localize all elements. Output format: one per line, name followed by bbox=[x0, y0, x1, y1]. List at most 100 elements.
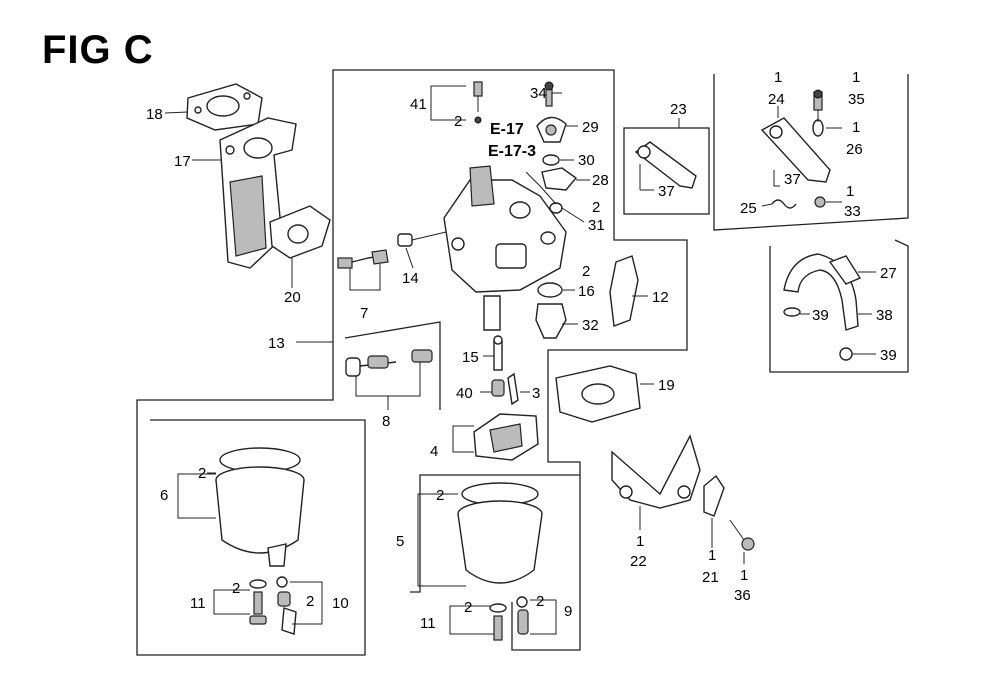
callout-10: 10 bbox=[332, 595, 349, 612]
clip-39a bbox=[783, 307, 801, 317]
callout-37: 37 bbox=[784, 171, 801, 188]
valve-28 bbox=[541, 167, 578, 191]
box-23 bbox=[623, 127, 710, 215]
callout-5: 5 bbox=[396, 533, 404, 550]
clip-39b bbox=[839, 347, 853, 361]
plug-9 bbox=[516, 596, 529, 635]
callout-6: 6 bbox=[160, 487, 168, 504]
ref-e17: E-17 bbox=[490, 121, 524, 138]
callout-38: 38 bbox=[876, 307, 893, 324]
callout-16: 16 bbox=[578, 283, 595, 300]
bowl-5 bbox=[457, 482, 543, 584]
callout-3: 3 bbox=[532, 385, 540, 402]
cap-29 bbox=[536, 116, 567, 143]
callout-14: 14 bbox=[402, 270, 419, 287]
callout-2: 2 bbox=[592, 199, 600, 216]
callout-4: 4 bbox=[430, 443, 438, 460]
bowl-group-boundary-left bbox=[136, 338, 366, 656]
bolt-36 bbox=[729, 519, 755, 551]
screw-11a bbox=[249, 579, 267, 625]
callout-23: 23 bbox=[670, 101, 687, 118]
callout-33: 33 bbox=[844, 203, 861, 220]
leader-lines bbox=[164, 85, 876, 635]
callout-18: 18 bbox=[146, 106, 163, 123]
callout-1: 1 bbox=[708, 547, 716, 564]
callout-22: 22 bbox=[630, 553, 647, 570]
lever-sub-box bbox=[344, 321, 441, 410]
float-12 bbox=[609, 255, 639, 327]
callout-37: 37 bbox=[658, 183, 675, 200]
clip-27 bbox=[828, 255, 862, 285]
lever-23 bbox=[634, 141, 697, 190]
lever-24 bbox=[760, 117, 831, 183]
screw-11b bbox=[489, 603, 507, 641]
callout-labels: 18 17 20 41 2 34 29 30 28 2 31 14 7 2 16… bbox=[146, 69, 897, 632]
callout-25: 25 bbox=[740, 200, 757, 217]
carburetor-body bbox=[443, 165, 567, 331]
box-27 bbox=[769, 239, 909, 373]
screw-14 bbox=[397, 231, 447, 247]
gasket-19 bbox=[555, 365, 641, 423]
screw-7 bbox=[337, 249, 389, 269]
callout-1: 1 bbox=[852, 119, 860, 136]
callout-1: 1 bbox=[636, 533, 644, 550]
spring-25 bbox=[771, 199, 797, 209]
ring-30 bbox=[542, 154, 560, 166]
main-group-boundary bbox=[332, 69, 688, 651]
gasket-20 bbox=[269, 205, 331, 259]
callout-2: 2 bbox=[582, 263, 590, 280]
callout-1: 1 bbox=[846, 183, 854, 200]
callout-1: 1 bbox=[852, 69, 860, 86]
callout-39: 39 bbox=[880, 347, 897, 364]
box-24 bbox=[713, 74, 909, 231]
callout-11: 11 bbox=[190, 595, 206, 612]
bracket-22 bbox=[611, 434, 701, 509]
callout-28: 28 bbox=[592, 172, 609, 189]
bowl-group-boundary-center bbox=[410, 474, 580, 593]
callout-2: 2 bbox=[454, 113, 462, 130]
nut-33 bbox=[814, 196, 826, 208]
callout-30: 30 bbox=[578, 152, 595, 169]
spring-3 bbox=[507, 372, 519, 406]
callout-17: 17 bbox=[174, 153, 191, 170]
callout-29: 29 bbox=[582, 119, 599, 136]
callout-27: 27 bbox=[880, 265, 897, 282]
callout-40: 40 bbox=[456, 385, 473, 402]
callout-2: 2 bbox=[306, 593, 314, 610]
callout-13: 13 bbox=[268, 335, 285, 352]
callout-12: 12 bbox=[652, 289, 669, 306]
screw-set-8 bbox=[345, 349, 433, 377]
pin-40 bbox=[491, 379, 505, 397]
callout-2: 2 bbox=[232, 580, 240, 597]
screw-35 bbox=[813, 89, 823, 111]
callout-24: 24 bbox=[768, 91, 785, 108]
ref-e17-3: E-17-3 bbox=[488, 143, 536, 160]
screw-41 bbox=[473, 81, 483, 124]
float-4 bbox=[473, 413, 539, 461]
callout-11: 11 bbox=[420, 615, 436, 632]
callout-36: 36 bbox=[734, 587, 751, 604]
callout-34: 34 bbox=[530, 85, 547, 102]
clip-21 bbox=[703, 474, 725, 517]
callout-20: 20 bbox=[284, 289, 301, 306]
callout-32: 32 bbox=[582, 317, 599, 334]
callout-2: 2 bbox=[464, 599, 472, 616]
callout-26: 26 bbox=[846, 141, 863, 158]
callout-31: 31 bbox=[588, 217, 605, 234]
screw-34 bbox=[544, 81, 554, 107]
gasket-18 bbox=[186, 83, 263, 131]
callout-21: 21 bbox=[702, 569, 719, 586]
callout-2: 2 bbox=[198, 465, 206, 482]
callout-41: 41 bbox=[410, 96, 427, 113]
callout-7: 7 bbox=[360, 305, 368, 322]
seat-16 bbox=[537, 282, 563, 298]
callout-8: 8 bbox=[382, 413, 390, 430]
jet-32 bbox=[535, 303, 567, 339]
callout-1: 1 bbox=[774, 69, 782, 86]
figure-title: FIG C bbox=[42, 28, 154, 72]
callout-35: 35 bbox=[848, 91, 865, 108]
bowl-6 bbox=[215, 447, 305, 567]
callout-39: 39 bbox=[812, 307, 829, 324]
plug-10 bbox=[276, 576, 297, 635]
